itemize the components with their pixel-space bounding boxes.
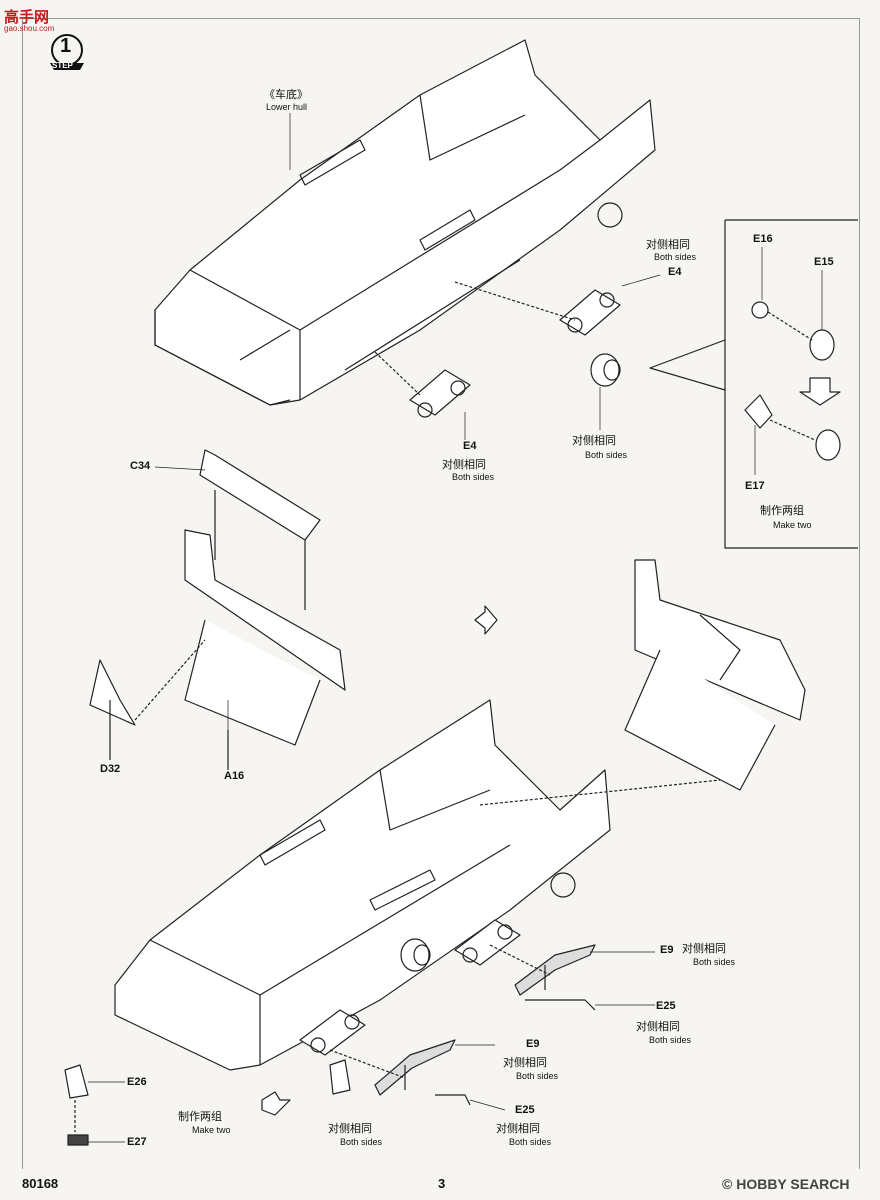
- bogie-upper-left: [409, 369, 471, 418]
- lower-hull-lower: [114, 699, 721, 1071]
- part-label-d32: D32: [100, 763, 121, 775]
- both-sides-label-cn: 对侧相同: [572, 435, 616, 447]
- make-two-label-cn: 制作两组: [760, 505, 804, 517]
- lower-hull-upper: [154, 39, 656, 406]
- part-label-e25: E25: [656, 1000, 676, 1012]
- step-badge: 1 STEP: [42, 33, 92, 75]
- page-frame: [22, 18, 860, 1169]
- road-wheel-lower: [400, 938, 431, 972]
- part-label-e25: E25: [515, 1104, 535, 1116]
- both-sides-label-cn: 对侧相同: [328, 1123, 372, 1135]
- rear-plate-installed: [624, 559, 806, 791]
- part-label-a16: A16: [224, 770, 245, 782]
- model-number: 80168: [22, 1176, 59, 1191]
- both-sides-label-en: Both sides: [452, 472, 495, 482]
- part-label-e27: E27: [127, 1136, 147, 1148]
- both-sides-label-en: Both sides: [509, 1137, 552, 1147]
- rear-plate-assembly: [89, 449, 498, 770]
- both-sides-label-en: Both sides: [585, 450, 628, 460]
- bogie-lower-right: [454, 919, 521, 966]
- step-word: STEP: [52, 61, 73, 70]
- make-two-label-en: Make two: [773, 520, 812, 530]
- part-label-e4: E4: [463, 440, 477, 452]
- inset-box: [649, 219, 858, 549]
- step-badge-icon: [50, 34, 84, 70]
- watermark: © HOBBY SEARCH: [722, 1176, 850, 1192]
- make-two-label-cn: 制作两组: [178, 1111, 222, 1123]
- part-label-e16: E16: [753, 233, 773, 245]
- spring-arm-lower: [329, 1039, 471, 1106]
- step-number: 1: [60, 35, 72, 57]
- lower-hull-label-en: Lower hull: [266, 102, 308, 112]
- part-label-e9: E9: [526, 1038, 540, 1050]
- part-label-e26: E26: [127, 1076, 147, 1088]
- both-sides-label-en: Both sides: [654, 252, 697, 262]
- part-label-e9: E9: [660, 944, 674, 956]
- both-sides-label-en: Both sides: [693, 957, 736, 967]
- spring-arm-upper: [489, 944, 596, 1011]
- both-sides-label-cn: 对侧相同: [646, 239, 690, 251]
- make-two-label-en: Make two: [192, 1125, 231, 1135]
- both-sides-label-cn: 对侧相同: [442, 459, 486, 471]
- site-logo-subtext: gao.shou.com: [4, 24, 55, 33]
- bogie-lower-left: [299, 1009, 366, 1056]
- part-label-c34: C34: [130, 460, 151, 472]
- both-sides-label-en: Both sides: [516, 1071, 559, 1081]
- part-label-e15: E15: [814, 256, 834, 268]
- both-sides-label-cn: 对侧相同: [503, 1057, 547, 1069]
- both-sides-label-cn: 对侧相同: [496, 1123, 540, 1135]
- site-logo: 高手网: [4, 9, 50, 26]
- both-sides-label-en: Both sides: [649, 1035, 692, 1045]
- part-label-e17: E17: [745, 480, 765, 492]
- both-sides-label-cn: 对侧相同: [682, 943, 726, 955]
- page-number: 3: [438, 1176, 446, 1191]
- both-sides-label-en: Both sides: [340, 1137, 383, 1147]
- road-wheel-upper: [590, 353, 621, 387]
- leader-lines: [88, 113, 823, 1143]
- part-label-e4: E4: [668, 266, 682, 278]
- both-sides-label-cn: 对侧相同: [636, 1021, 680, 1033]
- small-parts: [64, 1059, 351, 1146]
- bogie-upper-right: [559, 289, 621, 336]
- lower-hull-label-cn: 《车底》: [264, 89, 308, 101]
